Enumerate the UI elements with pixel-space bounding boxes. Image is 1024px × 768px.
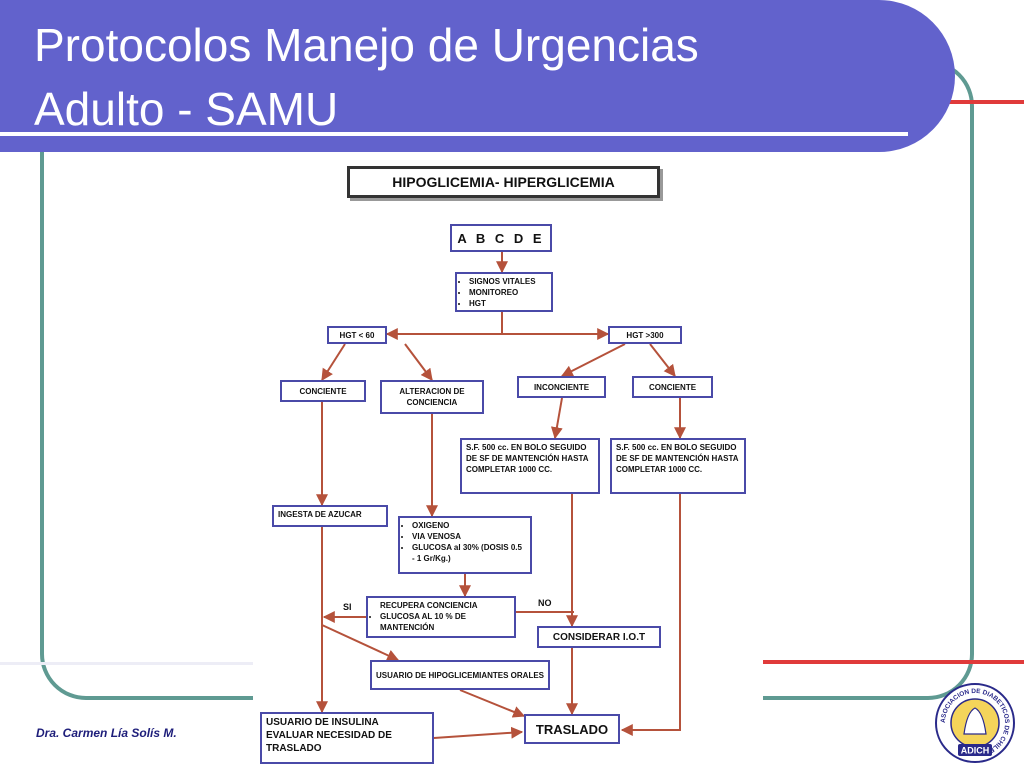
slide-title-line1: Protocolos Manejo de Urgencias [34,19,699,71]
arrow-insulina-traslado [433,726,524,739]
box-insulina: USUARIO DE INSULINA EVALUAR NECESIDAD DE… [260,712,434,764]
accent-line-bottom-left [0,662,255,665]
box-alteracion: ALTERACION DE CONCIENCIA [380,380,484,414]
box-sf-bolo-conciente: S.F. 500 cc. EN BOLO SEGUIDO DE SF DE MA… [610,438,746,494]
box-low-conciente: CONCIENTE [280,380,366,402]
recupera-item: GLUCOSA AL 10 % DE MANTENCIÓN [380,611,510,633]
box-oxigeno: OXIGENO VIA VENOSA GLUCOSA al 30% (DOSIS… [398,516,532,574]
box-traslado: TRASLADO [524,714,620,744]
arrow-low-conciente [321,343,346,382]
vitals-item: HGT [469,298,547,309]
arrow-hipo-traslado [459,689,526,718]
logo-acronym: ADICH [961,746,990,756]
oxigeno-item: VIA VENOSA [412,531,526,542]
box-hgt-low: HGT < 60 [327,326,387,344]
box-abcde: A B C D E [450,224,552,252]
box-ingesta: INGESTA DE AZUCAR [272,505,388,527]
box-sf-bolo-inconciente: S.F. 500 cc. EN BOLO SEGUIDO DE SF DE MA… [460,438,600,494]
arrow-inconciente [560,343,626,377]
box-recupera: RECUPERA CONCIENCIA GLUCOSA AL 10 % DE M… [366,596,516,638]
title-underline [0,132,908,136]
box-hgt-high: HGT >300 [608,326,682,344]
oxigeno-item: OXIGENO [412,520,526,531]
label-si: SI [343,602,352,612]
slide-title-line2: Adulto - SAMU [34,83,339,135]
arrow-inc-sf [550,397,563,440]
adich-logo: ASOCIACION DE DIABETICOS DE CHILE ADICH [935,683,1015,763]
arrow-hipoglicemiantes [321,624,400,661]
label-no: NO [538,598,552,608]
box-iot: CONSIDERAR I.O.T [537,626,661,648]
vitals-item: SIGNOS VITALES [469,276,547,287]
title-banner [0,0,955,152]
box-vitals: SIGNOS VITALES MONITOREO HGT [455,272,553,312]
arrow-alteracion [404,343,433,381]
accent-line-bottom-right [760,660,1024,664]
diagram-header: HIPOGLICEMIA- HIPERGLICEMIA [347,166,660,198]
recupera-title: RECUPERA CONCIENCIA [380,601,478,610]
box-inconciente: INCONCIENTE [517,376,606,398]
hands-icon [963,707,987,735]
author-credit: Dra. Carmen Lía Solís M. [36,726,177,740]
box-high-conciente: CONCIENTE [632,376,713,398]
vitals-item: MONITOREO [469,287,547,298]
arrow-high-traslado [620,494,681,736]
box-hipoglicemiantes: USUARIO DE HIPOGLICEMIANTES ORALES [370,660,550,690]
arrow-high-conciente [649,343,676,377]
oxigeno-item: GLUCOSA al 30% (DOSIS 0.5 - 1 Gr/Kg.) [412,542,526,564]
